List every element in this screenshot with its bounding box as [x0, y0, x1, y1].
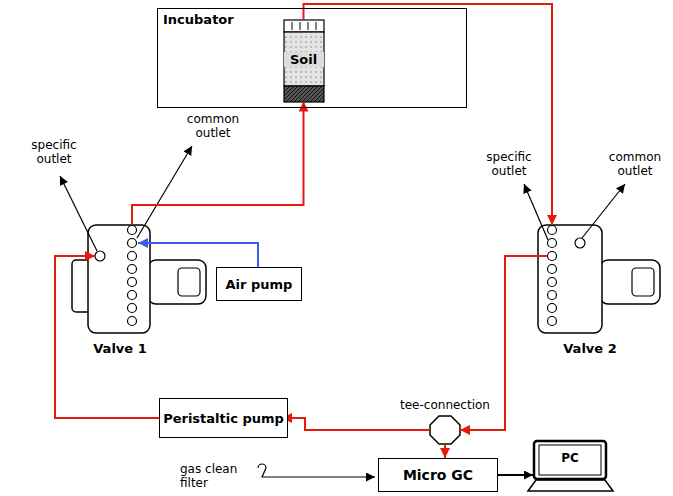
- node-label: PC: [538, 451, 602, 465]
- incubator-box: IncubatorSoil: [157, 8, 467, 108]
- node-label: Valve 1: [70, 341, 170, 356]
- analyzer-box: Micro GC: [378, 458, 498, 492]
- valve: Valve 1: [70, 220, 210, 360]
- soil-column: Soil: [284, 20, 324, 102]
- flow-connector: [55, 256, 159, 418]
- outlet-label: specific outlet: [478, 150, 540, 178]
- node-label: Peristaltic pump: [163, 411, 284, 426]
- flow-connector: [304, 4, 553, 225]
- node-label: Valve 2: [540, 341, 640, 356]
- pump-box: Air pump: [216, 267, 302, 301]
- node-outline: [70, 220, 210, 360]
- outlet-label: common outlet: [605, 150, 665, 178]
- flow-connector: [498, 474, 533, 476]
- tee-connector: tee-connection: [395, 400, 495, 446]
- flow-connector: [282, 418, 430, 430]
- filter-inlet-arrow: [258, 464, 375, 477]
- leader-line: [524, 184, 548, 240]
- flow-connector: [132, 102, 304, 226]
- node-label: tee-connection: [395, 398, 495, 412]
- node-label: Incubator: [163, 12, 283, 27]
- flow-connector: [444, 444, 446, 458]
- node-outline: [530, 220, 665, 360]
- outlet-label: common outlet: [180, 112, 246, 140]
- leader-line: [582, 184, 625, 238]
- node-label: Air pump: [226, 277, 293, 292]
- leader-line: [137, 146, 192, 238]
- pump-box: Peristaltic pump: [159, 398, 288, 438]
- leader-line: [60, 176, 97, 251]
- valve: Valve 2: [530, 220, 665, 360]
- filter-label: gas clean filter: [180, 462, 256, 490]
- node-label: Micro GC: [403, 467, 473, 483]
- node-outline: [528, 440, 613, 492]
- node-label: Soil: [284, 52, 324, 67]
- leader-lines: [60, 146, 625, 477]
- computer-icon: PC: [528, 440, 613, 492]
- outlet-label: specific outlet: [22, 138, 86, 166]
- flow-connector: [138, 243, 258, 267]
